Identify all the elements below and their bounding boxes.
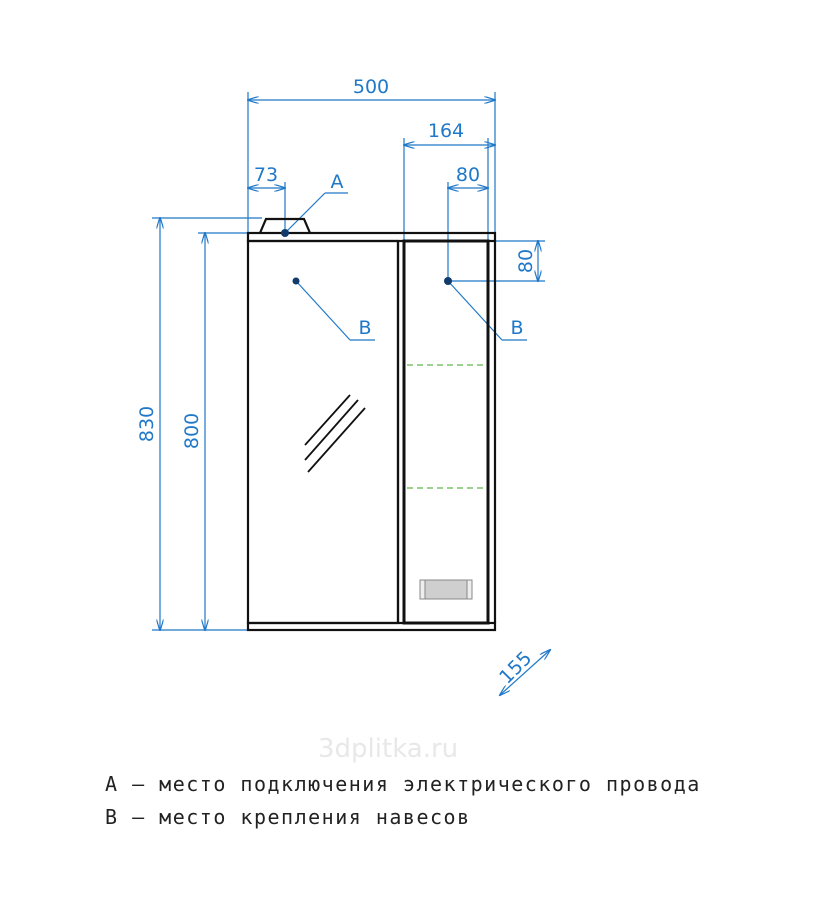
shelves	[407, 364, 486, 489]
dim-830: 830	[136, 406, 158, 442]
mirror-glint-icon	[304, 394, 366, 473]
dimension-labels: 500 164 73 80 80 830 800 155 A B B	[136, 76, 537, 688]
cabinet-outline	[246, 217, 497, 632]
wire-connector	[258, 217, 312, 234]
hanging-point-b-left	[292, 277, 300, 285]
dimension-lines	[152, 92, 550, 695]
dim-800: 800	[181, 413, 203, 449]
watermark: 3dplitka.ru	[318, 734, 459, 764]
dim-80-horizontal: 80	[456, 164, 480, 186]
dim-80-vertical: 80	[515, 249, 537, 273]
dim-73: 73	[254, 164, 278, 186]
connection-point-a	[281, 229, 289, 237]
mount-points	[281, 229, 452, 285]
marker-b-right-label: B	[510, 317, 523, 339]
dim-164: 164	[428, 120, 464, 142]
open-shelf-section	[402, 239, 490, 625]
legend-a: А – место подключения электрического про…	[105, 772, 701, 796]
legend-b: В – место крепления навесов	[105, 805, 471, 829]
marker-b-left-label: B	[358, 317, 371, 339]
marker-a-label: A	[331, 171, 344, 193]
light-fixture-icon	[419, 579, 473, 600]
dim-500: 500	[353, 76, 389, 98]
bottom-panel	[246, 621, 497, 632]
dim-155: 155	[495, 647, 536, 688]
hanging-point-b-right	[444, 277, 452, 285]
mirror-door	[246, 239, 400, 625]
